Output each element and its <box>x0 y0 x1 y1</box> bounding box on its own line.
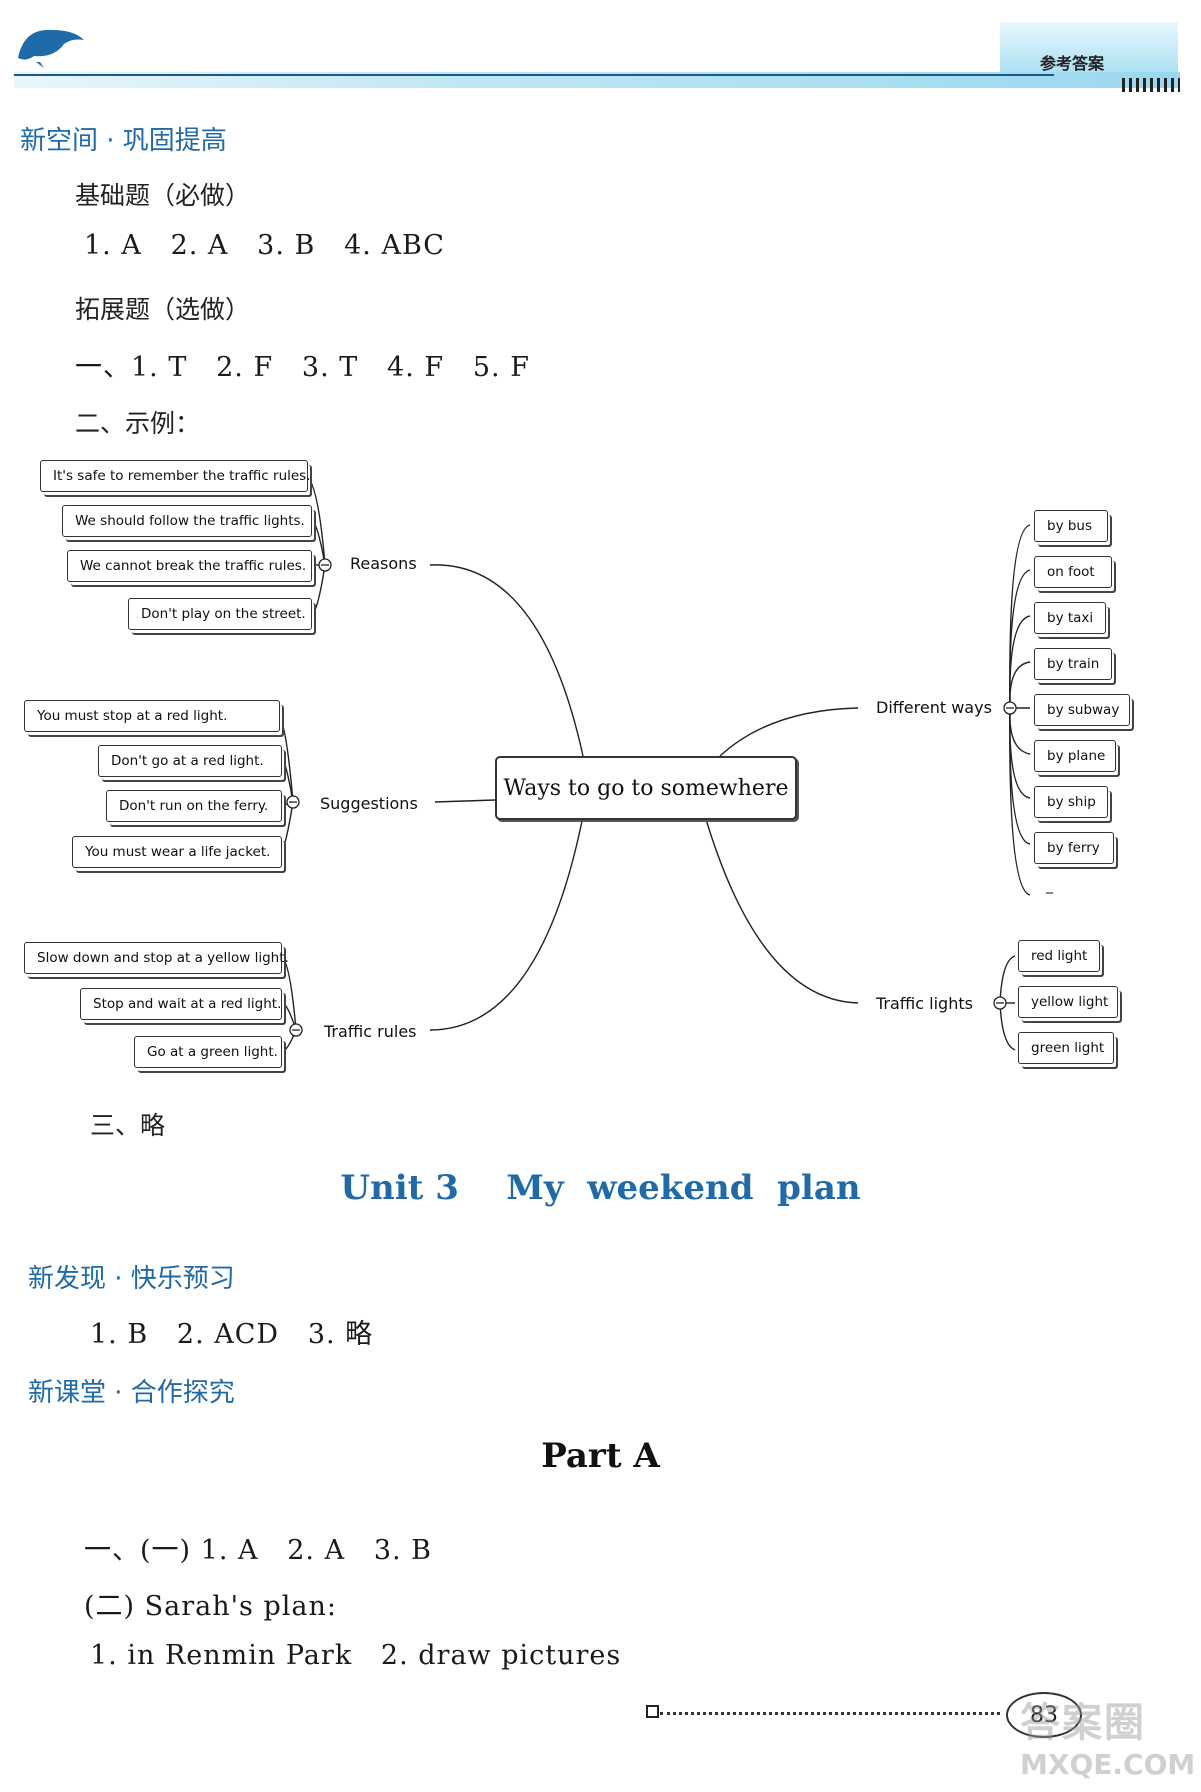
way-item: by train <box>1034 648 1112 680</box>
way-item: by ship <box>1034 786 1108 818</box>
way-item-blank: _ <box>1046 878 1053 894</box>
way-item: by bus <box>1034 510 1108 542</box>
suggestion-item: You must wear a life jacket. <box>72 836 282 868</box>
branch-label-different-ways: Different ways <box>876 698 992 717</box>
traffic-light-item: green light <box>1018 1032 1114 1064</box>
header-bar <box>14 72 1180 88</box>
part-a-line3: 1. in Renmin Park 2. draw pictures <box>90 1640 622 1671</box>
unit-title: Unit 3 My weekend plan <box>340 1168 861 1208</box>
traffic-light-item: yellow light <box>1018 986 1118 1018</box>
basic-answers: 1. A 2. A 3. B 4. ABC <box>84 230 445 261</box>
part-a-line1: 一、(一) 1. A 2. A 3. B <box>84 1535 433 1566</box>
branch-label-traffic-rules: Traffic rules <box>324 1022 417 1041</box>
watermark-logo: 答案圈 <box>1020 1700 1146 1746</box>
extension-questions-label: 拓展题（选做） <box>75 295 251 324</box>
suggestion-item: Don't go at a red light. <box>98 745 282 777</box>
way-item: on foot <box>1034 556 1112 588</box>
traffic-rule-item: Stop and wait at a red light. <box>80 988 282 1020</box>
watermark-url: MXQE.COM <box>1020 1748 1196 1781</box>
mindmap-center-node: Ways to go to somewhere <box>495 756 797 820</box>
traffic-rule-item: Go at a green light. <box>134 1036 282 1068</box>
part-a-title: Part A <box>541 1436 660 1476</box>
branch-label-suggestions: Suggestions <box>320 794 418 813</box>
preview-answers: 1. B 2. ACD 3. 略 <box>90 1319 374 1350</box>
way-item: by taxi <box>1034 602 1106 634</box>
way-item: by ferry <box>1034 832 1114 864</box>
branch-label-reasons: Reasons <box>350 554 417 573</box>
page-number: 83 <box>1006 1692 1082 1738</box>
section-title-consolidate: 新空间 · 巩固提高 <box>20 126 227 156</box>
suggestion-item: You must stop at a red light. <box>24 700 280 732</box>
section-title-preview: 新发现 · 快乐预习 <box>28 1264 235 1294</box>
part-a-line2: (二) Sarah's plan: <box>84 1591 337 1622</box>
branch-label-traffic-lights: Traffic lights <box>876 994 973 1013</box>
dolphin-logo-icon <box>18 29 84 68</box>
traffic-rule-item: Slow down and stop at a yellow light. <box>24 942 289 974</box>
reason-item: It's safe to remember the traffic rules. <box>40 460 311 492</box>
reason-item: Don't play on the street. <box>128 598 312 630</box>
basic-questions-label: 基础题（必做） <box>75 181 251 210</box>
suggestion-item: Don't run on the ferry. <box>106 790 282 822</box>
mindmap-connectors <box>277 474 1031 1053</box>
barcode-decoration <box>1122 78 1180 92</box>
part1-answers: 一、1. T 2. F 3. T 4. F 5. F <box>75 352 530 383</box>
way-item: by plane <box>1034 740 1116 772</box>
header-tab <box>1000 22 1178 76</box>
header-label: 参考答案 <box>1040 54 1105 73</box>
section-title-explore: 新课堂 · 合作探究 <box>28 1378 235 1408</box>
header-divider <box>14 74 1054 76</box>
reason-item: We cannot break the traffic rules. <box>67 550 312 582</box>
way-item: by subway <box>1034 694 1130 726</box>
part3-answer: 三、略 <box>90 1111 166 1140</box>
traffic-light-item: red light <box>1018 940 1100 972</box>
reason-item: We should follow the traffic lights. <box>62 505 312 537</box>
footer-square-icon <box>646 1705 659 1718</box>
part2-label: 二、示例： <box>75 409 201 438</box>
footer-dotted-line <box>660 1712 1000 1715</box>
